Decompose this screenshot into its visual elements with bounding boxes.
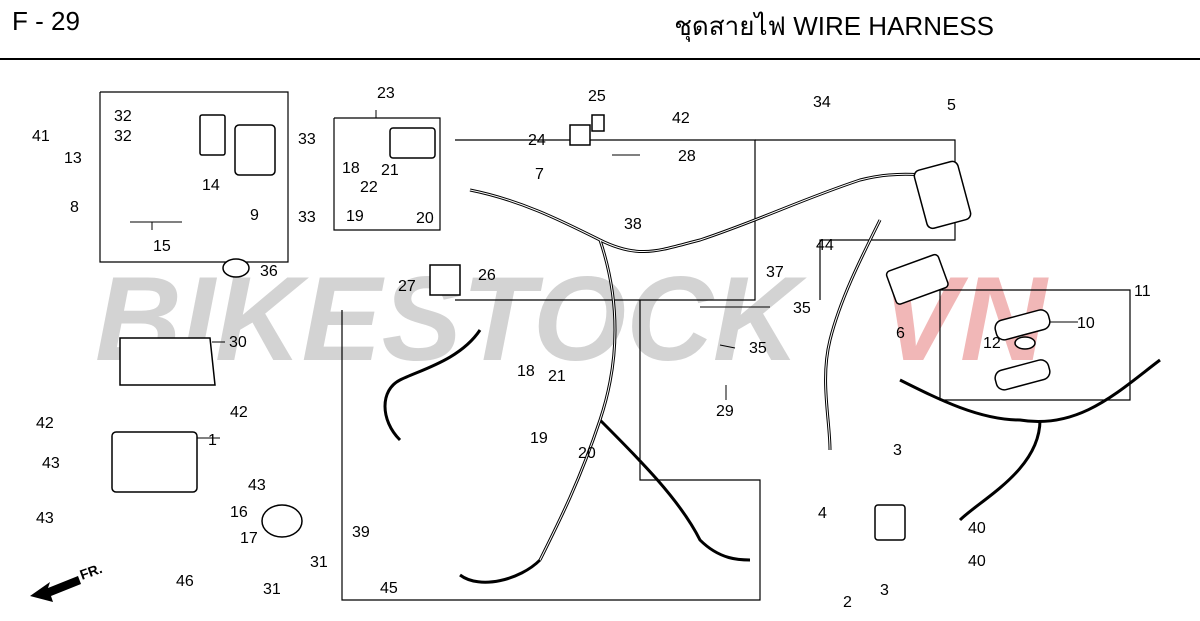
callout-19a: 19 — [346, 208, 364, 225]
callout-28: 28 — [678, 148, 696, 165]
callout-32a: 32 — [114, 108, 132, 125]
fr-label: FR. — [78, 560, 105, 583]
callout-15: 15 — [153, 238, 171, 255]
sub-harness-right-tail — [958, 419, 1042, 522]
part-30-bracket — [119, 337, 216, 386]
callout-30: 30 — [229, 334, 247, 351]
callout-8: 8 — [70, 199, 79, 216]
callout-20a: 20 — [416, 210, 434, 227]
callout-40a: 40 — [968, 520, 986, 537]
sub-harness-6 — [824, 219, 882, 451]
callout-26: 26 — [478, 267, 496, 284]
watermark: BIKESTOCK VN — [95, 252, 1049, 386]
callout-11: 11 — [1134, 283, 1151, 300]
callout-24: 24 — [528, 132, 546, 149]
callout-5: 5 — [947, 97, 956, 114]
part-9-switch — [234, 124, 276, 176]
callout-33a: 33 — [298, 131, 316, 148]
direction-indicator: FR. — [30, 560, 104, 602]
callout-4: 4 — [818, 505, 827, 522]
callout-27: 27 — [398, 278, 416, 295]
frame-5-group — [755, 139, 956, 300]
part-23-unit — [389, 127, 436, 159]
part-14-block — [199, 114, 226, 156]
callout-25: 25 — [588, 88, 606, 105]
part-coil — [874, 504, 906, 541]
callout-43b: 43 — [248, 477, 266, 494]
arrow-forward-icon — [30, 576, 81, 602]
part-36-ring — [222, 258, 250, 278]
callout-3b: 3 — [880, 582, 889, 599]
callout-9: 9 — [250, 207, 259, 224]
callout-7: 7 — [535, 166, 544, 183]
callout-21a: 21 — [381, 162, 399, 179]
page-title: ชุดสายไฟ WIRE HARNESS — [674, 11, 994, 41]
header-rule — [0, 58, 1200, 60]
callout-44: 44 — [816, 237, 834, 254]
callout-42b: 42 — [36, 415, 54, 432]
callout-39: 39 — [352, 524, 370, 541]
part-27-relay — [429, 264, 461, 296]
callout-31a: 31 — [310, 554, 328, 571]
part-24-relay — [569, 124, 591, 146]
callout-37: 37 — [766, 264, 784, 281]
callout-3a: 3 — [893, 442, 902, 459]
callout-21b: 21 — [548, 368, 566, 385]
sub-harness-right — [899, 358, 1161, 423]
part-12-battery — [1014, 336, 1036, 350]
page-code: F - 29 — [12, 6, 80, 36]
callout-29: 29 — [716, 403, 734, 420]
callout-40b: 40 — [968, 553, 986, 570]
frame-main-harness-bottom — [341, 300, 761, 601]
callout-20b: 20 — [578, 445, 596, 462]
callout-labels: 1 2 3 3 4 5 6 7 8 9 10 11 12 13 14 15 16… — [32, 85, 1151, 611]
callout-46: 46 — [176, 573, 194, 590]
callout-45: 45 — [380, 580, 398, 597]
callout-36: 36 — [260, 263, 278, 280]
callout-43c: 43 — [36, 510, 54, 527]
callout-18b: 18 — [517, 363, 535, 380]
callout-12: 12 — [983, 335, 1001, 352]
parts — [111, 114, 1051, 541]
part-10-key-b — [994, 359, 1051, 391]
callout-1: 1 — [208, 432, 217, 449]
leader-lines — [130, 110, 1130, 439]
part-1-ecu — [111, 431, 198, 493]
frame-23-group — [333, 117, 441, 231]
callout-13: 13 — [64, 150, 82, 167]
callout-18a: 18 — [342, 160, 360, 177]
callout-41: 41 — [32, 128, 50, 145]
callout-23: 23 — [377, 85, 395, 102]
part-10-key — [994, 309, 1051, 341]
callout-42a: 42 — [672, 110, 690, 127]
callout-31b: 31 — [263, 581, 281, 598]
frame-10-11 — [939, 289, 1131, 401]
callout-6: 6 — [896, 325, 905, 342]
callout-10: 10 — [1077, 315, 1095, 332]
callout-35a: 35 — [793, 300, 811, 317]
callout-43a: 43 — [42, 455, 60, 472]
part-5-bottle — [913, 160, 972, 230]
callout-35b: 35 — [749, 340, 767, 357]
callout-22: 22 — [360, 179, 378, 196]
callout-2: 2 — [843, 594, 852, 611]
callout-34: 34 — [813, 94, 831, 111]
callout-19b: 19 — [530, 430, 548, 447]
harness-branch-left — [383, 329, 482, 442]
callout-16: 16 — [230, 504, 248, 521]
part-11-keyfob-holder — [885, 253, 949, 305]
part-16-horn — [261, 504, 303, 538]
callout-32b: 32 — [114, 128, 132, 145]
callout-42c: 42 — [230, 404, 248, 421]
harness-branch-right — [598, 418, 751, 562]
part-25 — [591, 114, 605, 132]
callout-17: 17 — [240, 530, 258, 547]
callout-38: 38 — [624, 216, 642, 233]
callout-33b: 33 — [298, 209, 316, 226]
harness-wire-highlights — [469, 173, 951, 561]
frame-left-group — [99, 91, 289, 263]
harness-branch-bottom — [459, 558, 542, 584]
callout-14: 14 — [202, 177, 220, 194]
